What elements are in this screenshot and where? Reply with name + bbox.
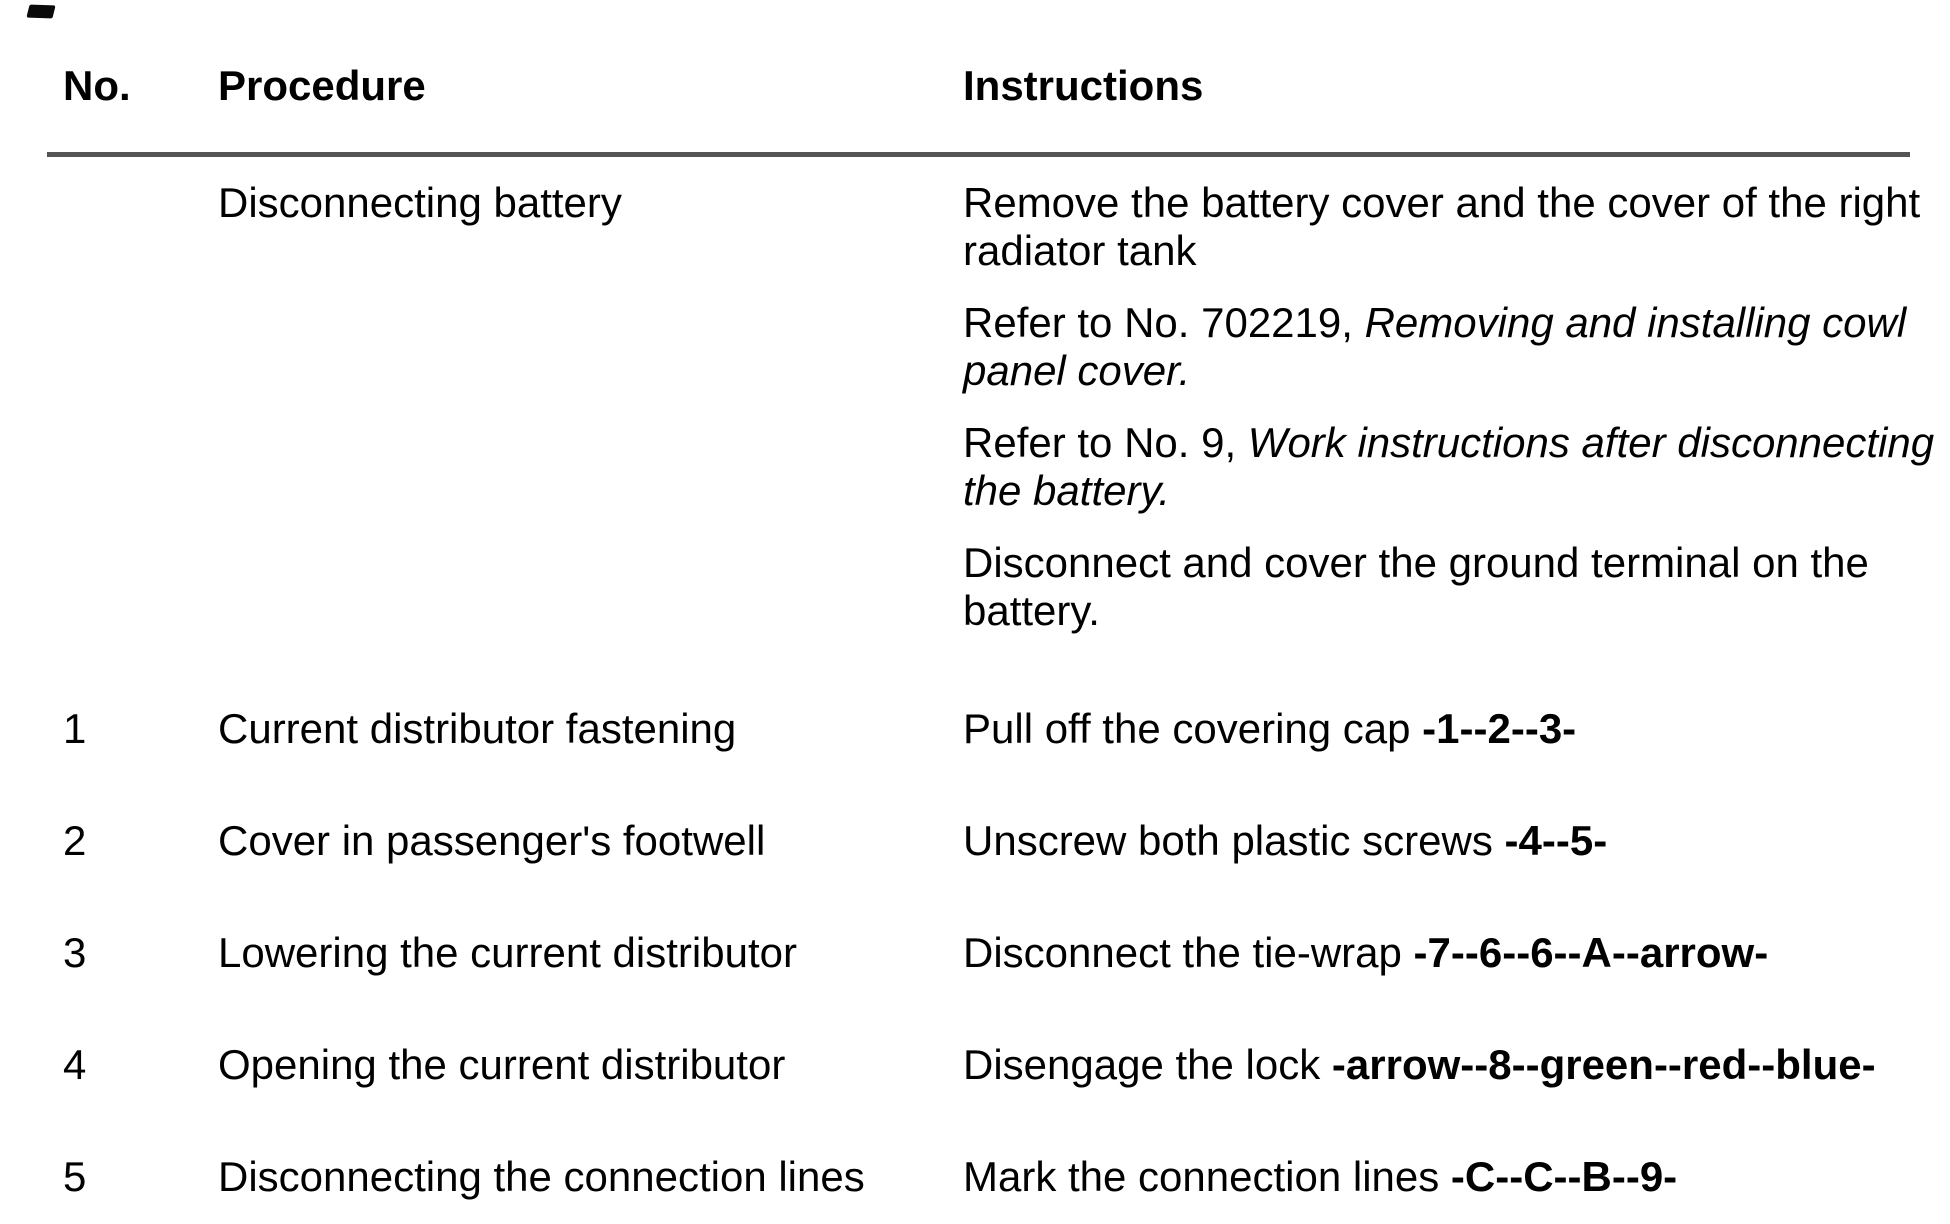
- table-row: Disconnecting battery Remove the battery …: [63, 179, 1950, 635]
- instruction-paragraph: Refer to No. 9, Work instructions after …: [963, 419, 1938, 515]
- column-header-no: No.: [63, 62, 131, 109]
- row-number: 1: [63, 705, 87, 752]
- instruction-text: Removing and installing cowl panel cover…: [963, 299, 1907, 394]
- instruction-text: Disconnect and cover the ground terminal…: [963, 539, 1869, 634]
- instructions-cell: Remove the battery cover and the cover o…: [963, 179, 1938, 635]
- table-row: 3 Lowering the current distributor Disconn…: [63, 929, 1950, 977]
- column-header-instructions: Instructions: [963, 62, 1204, 109]
- reference-marker: -7--6--6--A--arrow-: [1413, 929, 1769, 976]
- header-rule: [47, 152, 1910, 157]
- instruction-text: Pull off the covering cap: [963, 705, 1423, 752]
- procedure-cell: Cover in passenger's footwell: [218, 817, 766, 864]
- procedure-cell: Disconnecting the connection lines: [218, 1153, 865, 1200]
- row-number: 5: [63, 1153, 87, 1200]
- instruction-text: Unscrew both plastic screws: [963, 817, 1505, 864]
- instruction-text: Refer to No. 9,: [963, 419, 1248, 466]
- row-number: 4: [63, 1041, 87, 1088]
- reference-marker: -arrow--8--green--red--blue-: [1331, 1041, 1876, 1088]
- instruction-paragraph: Disengage the lock -arrow--8--green--red…: [963, 1041, 1938, 1089]
- table-row: 5 Disconnecting the connection lines Mark …: [63, 1153, 1950, 1201]
- table-row: 2 Cover in passenger's footwell Unscrew bo…: [63, 817, 1950, 865]
- procedure-cell: Opening the current distributor: [218, 1041, 786, 1088]
- instruction-paragraph: Disconnect the tie-wrap -7--6--6--A--arr…: [963, 929, 1938, 977]
- table-row: 4 Opening the current distributor Disengag…: [63, 1041, 1950, 1089]
- instruction-paragraph: Unscrew both plastic screws -4--5-: [963, 817, 1938, 865]
- table-header-row: No. Procedure Instructions: [63, 62, 1950, 110]
- row-number: 3: [63, 929, 87, 976]
- instructions-cell: Unscrew both plastic screws -4--5-: [963, 817, 1938, 865]
- procedure-cell: Current distributor fastening: [218, 705, 737, 752]
- procedure-cell: Lowering the current distributor: [218, 929, 797, 976]
- column-header-procedure: Procedure: [218, 62, 426, 109]
- instructions-cell: Pull off the covering cap -1--2--3-: [963, 705, 1938, 753]
- instruction-text: Disengage the lock: [963, 1041, 1332, 1088]
- row-number: 2: [63, 817, 87, 864]
- instruction-paragraph: Remove the battery cover and the cover o…: [963, 179, 1938, 275]
- reference-marker: -C--C--B--9-: [1450, 1153, 1678, 1200]
- instruction-text: Mark the connection lines: [963, 1153, 1451, 1200]
- instruction-text: Remove the battery cover and the cover o…: [963, 179, 1921, 274]
- instruction-text: Work instructions after disconnecting th…: [963, 419, 1935, 514]
- instructions-cell: Disconnect the tie-wrap -7--6--6--A--arr…: [963, 929, 1938, 977]
- instruction-text: Disconnect the tie-wrap: [963, 929, 1414, 976]
- instructions-cell: Mark the connection lines -C--C--B--9-: [963, 1153, 1938, 1201]
- table-row: 1 Current distributor fastening Pull off t…: [63, 705, 1950, 753]
- reference-marker: -1--2--3-: [1422, 705, 1577, 752]
- reference-marker: -4--5-: [1504, 817, 1608, 864]
- instruction-paragraph: Pull off the covering cap -1--2--3-: [963, 705, 1938, 753]
- row-number: [63, 179, 218, 227]
- procedure-cell: Disconnecting battery: [218, 179, 622, 226]
- table-body: Disconnecting battery Remove the battery …: [63, 179, 1950, 1201]
- instruction-text: Refer to No. 702219,: [963, 299, 1365, 346]
- instructions-cell: Disengage the lock -arrow--8--green--red…: [963, 1041, 1938, 1089]
- instruction-paragraph: Refer to No. 702219, Removing and instal…: [963, 299, 1938, 395]
- instruction-paragraph: Disconnect and cover the ground terminal…: [963, 539, 1938, 635]
- instruction-paragraph: Mark the connection lines -C--C--B--9-: [963, 1153, 1938, 1201]
- scan-artifact: [26, 4, 56, 19]
